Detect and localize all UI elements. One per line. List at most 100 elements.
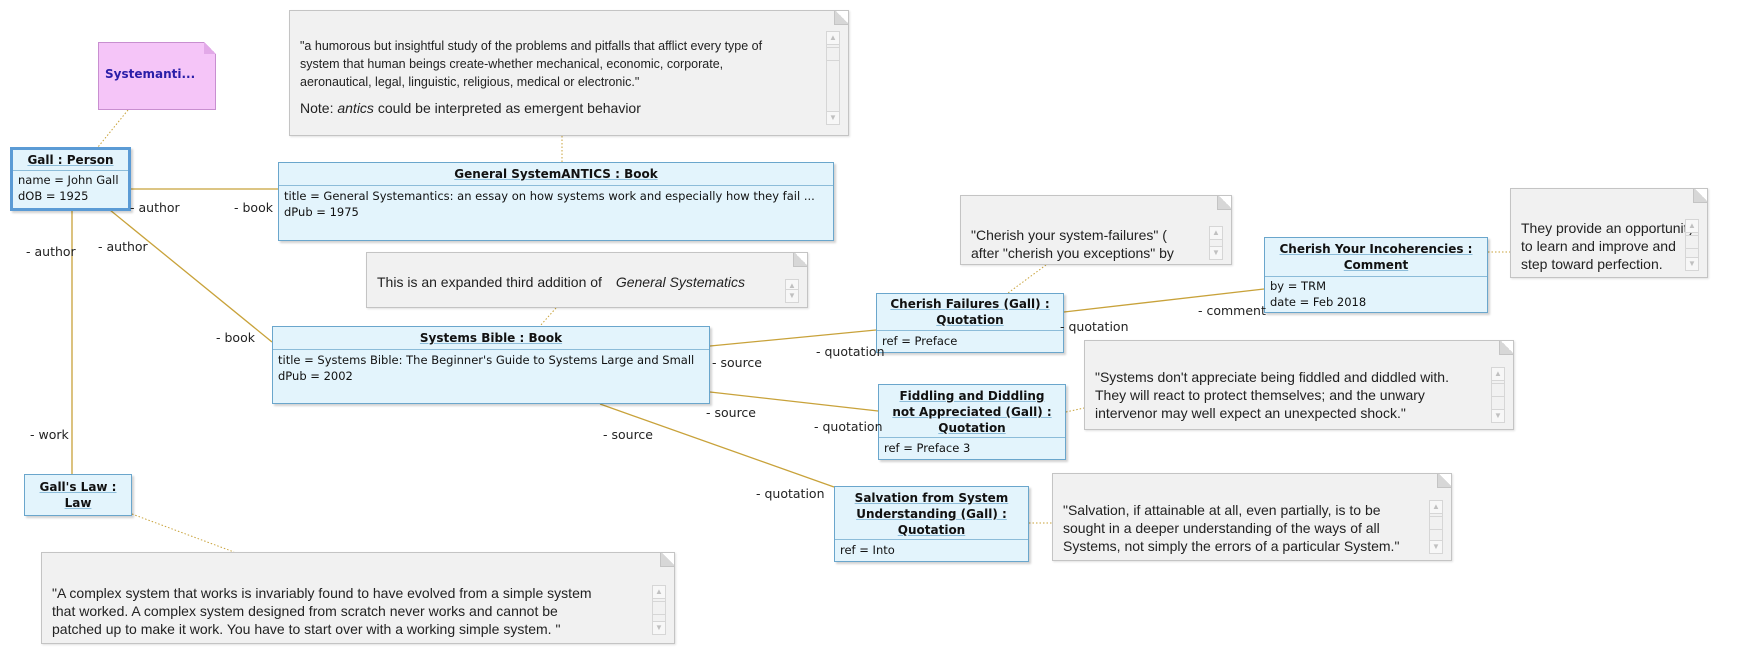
salvation-object[interactable]: Salvation from System Understanding (Gal… xyxy=(834,486,1029,562)
quote-line: after "cherish you exceptions" by xyxy=(971,245,1174,261)
note-scrollbar[interactable]: ▲▼ xyxy=(1685,219,1699,271)
cherish-quote-note[interactable]: ▲▼ "Cherish your system-failures" ( afte… xyxy=(960,195,1232,265)
galls-law-quote-note[interactable]: ▲▼ "A complex system that works is invar… xyxy=(41,552,675,644)
link-cherish-comment xyxy=(1063,288,1265,313)
cherish-incoherencies-object[interactable]: Cherish Your Incoherencies : Comment by … xyxy=(1264,237,1488,313)
role-label-quotation: - quotation xyxy=(1060,319,1129,334)
object-slots: name = John Gall dOB = 1925 xyxy=(13,171,128,206)
object-slots: title = General Systemantics: an essay o… xyxy=(279,186,833,222)
quote-line: They will react to protect themselves; a… xyxy=(1095,387,1425,403)
galls-law-object[interactable]: Gall's Law : Law xyxy=(24,474,132,516)
role-label-book: - book xyxy=(234,200,273,215)
slot-name: name = John Gall xyxy=(18,173,119,187)
role-label-quotation: - quotation xyxy=(756,486,825,501)
quote-line: that worked. A complex system designed f… xyxy=(52,603,558,619)
slot-ref: ref = Into xyxy=(840,543,895,557)
anchor-law-quote xyxy=(131,513,235,553)
systems-bible-object[interactable]: Systems Bible : Book title = Systems Bib… xyxy=(272,326,710,404)
quote-line: "Salvation, if attainable at all, even p… xyxy=(1063,502,1381,518)
link-bible-cherish xyxy=(709,329,877,347)
note-line: to learn and improve and xyxy=(1521,238,1676,254)
note-fold-corner xyxy=(793,253,807,267)
object-header: Salvation from System Understanding (Gal… xyxy=(835,487,1028,540)
note-fold-corner xyxy=(204,42,216,54)
note-scrollbar[interactable]: ▲▼ xyxy=(826,31,840,125)
role-label-comment: - comment xyxy=(1198,303,1266,318)
quote-line: sought in a deeper understanding of the … xyxy=(1063,520,1380,536)
object-slots: by = TRM date = Feb 2018 xyxy=(1265,277,1487,312)
anchor-fiddle-quote xyxy=(1065,407,1085,413)
object-header: Cherish Failures (Gall) : Quotation xyxy=(877,294,1063,331)
cherish-failures-object[interactable]: Cherish Failures (Gall) : Quotation ref … xyxy=(876,293,1064,353)
quote-line: "a humorous but insightful study of the … xyxy=(300,39,763,53)
fiddling-quote-note[interactable]: ▲▼ "Systems don't appreciate being fiddl… xyxy=(1084,340,1514,430)
note-line: step toward perfection. xyxy=(1521,256,1663,272)
slot-ref: ref = Preface xyxy=(882,334,958,348)
role-label-book: - book xyxy=(216,330,255,345)
quote-line: aeronautical, legal, linguistic, religio… xyxy=(300,75,640,89)
note-scrollbar[interactable]: ▲▼ xyxy=(785,279,799,303)
systemantics-tag-note[interactable]: Systemanti... xyxy=(98,42,216,110)
slot-ref: ref = Preface 3 xyxy=(884,441,971,455)
slot-by: by = TRM xyxy=(1270,279,1326,293)
gall-person-object[interactable]: Gall : Person name = John Gall dOB = 192… xyxy=(10,147,131,211)
object-header: Fiddling and Diddling not Appreciated (G… xyxy=(879,385,1065,438)
note-fold-corner xyxy=(1437,474,1451,488)
note-fold-corner xyxy=(834,11,848,25)
anchor-tag-gall xyxy=(97,109,129,148)
object-header: Gall : Person xyxy=(13,150,128,171)
role-label-source: - source xyxy=(706,405,756,420)
book-quote-note[interactable]: ▲▼ "a humorous but insightful study of t… xyxy=(289,10,849,136)
note-text: This is an expanded third addition of xyxy=(377,274,602,290)
slot-title: title = Systems Bible: The Beginner's Gu… xyxy=(278,353,695,367)
note-fold-corner xyxy=(660,553,674,567)
role-label-author: - author xyxy=(26,244,76,259)
third-edition-note[interactable]: ▲▼ This is an expanded third addition of… xyxy=(366,252,808,308)
note-fold-corner xyxy=(1217,196,1231,210)
slot-dob: dOB = 1925 xyxy=(18,189,89,203)
note-scrollbar[interactable]: ▲▼ xyxy=(1491,367,1505,423)
role-label-author: - author xyxy=(98,239,148,254)
note-fold-corner xyxy=(1693,189,1707,203)
note-remark: Note: antics could be interpreted as eme… xyxy=(300,100,641,116)
object-slots: ref = Preface xyxy=(877,331,1063,351)
note-scrollbar[interactable]: ▲▼ xyxy=(1209,226,1223,260)
note-line: They provide an opportunity xyxy=(1521,220,1695,236)
note-scrollbar[interactable]: ▲▼ xyxy=(652,585,666,635)
link-gall-systemsbible xyxy=(109,209,273,343)
note-scrollbar[interactable]: ▲▼ xyxy=(1429,500,1443,554)
object-slots: ref = Preface 3 xyxy=(879,438,1065,458)
quote-line: "Systems don't appreciate being fiddled … xyxy=(1095,369,1449,385)
quote-line: patched up to make it work. You have to … xyxy=(52,621,561,637)
role-label-source: - source xyxy=(603,427,653,442)
role-label-quotation: - quotation xyxy=(816,344,885,359)
tag-note-label: Systemanti... xyxy=(105,67,196,81)
quote-line: "A complex system that works is invariab… xyxy=(52,585,592,601)
quote-line: intervenor may well expect an unexpected… xyxy=(1095,405,1406,421)
object-header: Gall's Law : Law xyxy=(39,480,117,510)
systemantics-book-object[interactable]: General SystemANTICS : Book title = Gene… xyxy=(278,162,834,241)
note-fold-corner xyxy=(1499,341,1513,355)
link-bible-salvation xyxy=(599,403,835,488)
anchor-thirdedition-bible xyxy=(539,307,557,327)
note-text-italic: General Systematics xyxy=(615,274,745,290)
slot-date: date = Feb 2018 xyxy=(1270,295,1367,309)
salvation-quote-note[interactable]: ▲▼ "Salvation, if attainable at all, eve… xyxy=(1052,473,1452,561)
quote-line: Systems, not simply the errors of a part… xyxy=(1063,538,1400,554)
slot-dpub: dPub = 2002 xyxy=(278,369,353,383)
link-bible-fiddling xyxy=(709,391,879,412)
quote-line: system that human beings create-whether … xyxy=(300,57,724,71)
role-label-author: - author xyxy=(130,200,180,215)
fiddling-diddling-object[interactable]: Fiddling and Diddling not Appreciated (G… xyxy=(878,384,1066,460)
slot-dpub: dPub = 1975 xyxy=(284,205,359,219)
role-label-work: - work xyxy=(30,427,69,442)
object-slots: title = Systems Bible: The Beginner's Gu… xyxy=(273,350,709,386)
object-header: General SystemANTICS : Book xyxy=(279,163,833,186)
role-label-source: - source xyxy=(712,355,762,370)
role-label-quotation: - quotation xyxy=(814,419,883,434)
comment-text-note[interactable]: ▲▼ They provide an opportunity to learn … xyxy=(1510,188,1708,278)
slot-title: title = General Systemantics: an essay o… xyxy=(284,189,815,203)
anchor-cherishquote-cherish xyxy=(1007,264,1047,294)
